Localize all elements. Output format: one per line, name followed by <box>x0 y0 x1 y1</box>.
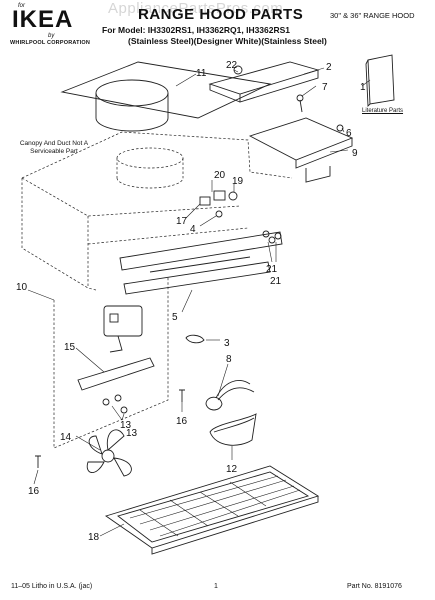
finish-list: (Stainless Steel)(Designer White)(Stainl… <box>128 36 327 46</box>
callout-4: 4 <box>190 224 196 235</box>
switch-parts <box>199 190 238 218</box>
callout-10: 10 <box>16 282 28 293</box>
callout-20: 20 <box>214 170 226 181</box>
lamp-socket <box>205 380 255 411</box>
control-panel <box>119 230 283 295</box>
callout-7: 7 <box>322 82 328 93</box>
callout-11: 11 <box>196 68 207 79</box>
canopy-outline <box>21 131 293 291</box>
part-number-callouts: 1 2 3 4 5 6 7 8 9 10 11 12 13 14 15 16 1… <box>16 60 366 543</box>
callout-19: 19 <box>232 176 244 187</box>
brand-by: by <box>48 33 55 39</box>
callout-22: 22 <box>226 60 238 71</box>
callout-13-a: 13 <box>120 420 132 431</box>
callout-15: 15 <box>64 342 76 353</box>
callout-3: 3 <box>224 338 230 349</box>
literature-parts-label: Literature Parts <box>362 108 404 114</box>
callout-16-b: 16 <box>28 486 40 497</box>
brand-prefix: for <box>18 3 26 9</box>
literature-booklet <box>365 54 395 108</box>
page-number: 1 <box>214 583 218 590</box>
duct-top-plate <box>60 61 272 132</box>
callout-12: 12 <box>226 464 238 475</box>
brand-name: IKEA <box>12 6 74 33</box>
callout-1: 1 <box>360 82 366 93</box>
callout-5: 5 <box>172 312 178 323</box>
callout-8: 8 <box>226 354 232 365</box>
canopy-note: Canopy And Duct Not A Serviceable Part <box>19 140 89 156</box>
grease-filter <box>104 465 320 555</box>
callout-21-a: 21 <box>266 264 278 275</box>
knob <box>185 334 205 344</box>
callout-13-b: 13 <box>126 428 138 439</box>
print-info: 11–05 Litho in U.S.A. (jac) <box>11 583 93 590</box>
callout-18: 18 <box>88 532 100 543</box>
callout-17: 17 <box>176 216 188 227</box>
manufacturer-name: WHIRLPOOL CORPORATION <box>10 40 91 46</box>
callout-9: 9 <box>352 148 358 159</box>
page-title: RANGE HOOD PARTS <box>138 6 304 23</box>
callout-6: 6 <box>346 128 352 139</box>
model-list: For Model: IH3302RS1, IH3362RQ1, IH3362R… <box>102 25 291 35</box>
hood-size-label: 30" & 36" RANGE HOOD <box>330 11 415 20</box>
callout-2: 2 <box>326 62 332 73</box>
motor-bracket-area <box>53 276 169 449</box>
callout-14: 14 <box>60 432 72 443</box>
callout-21-b: 21 <box>270 276 282 287</box>
watermark: AppliancePartsPros.com <box>108 0 284 17</box>
grease-tray <box>248 117 354 183</box>
callout-16-a: 16 <box>176 416 188 427</box>
leader-lines <box>27 67 371 537</box>
screws <box>35 389 185 468</box>
document-part-number: Part No. 8191076 <box>347 583 402 590</box>
fan-blade <box>86 429 132 477</box>
light-lens <box>209 413 257 446</box>
